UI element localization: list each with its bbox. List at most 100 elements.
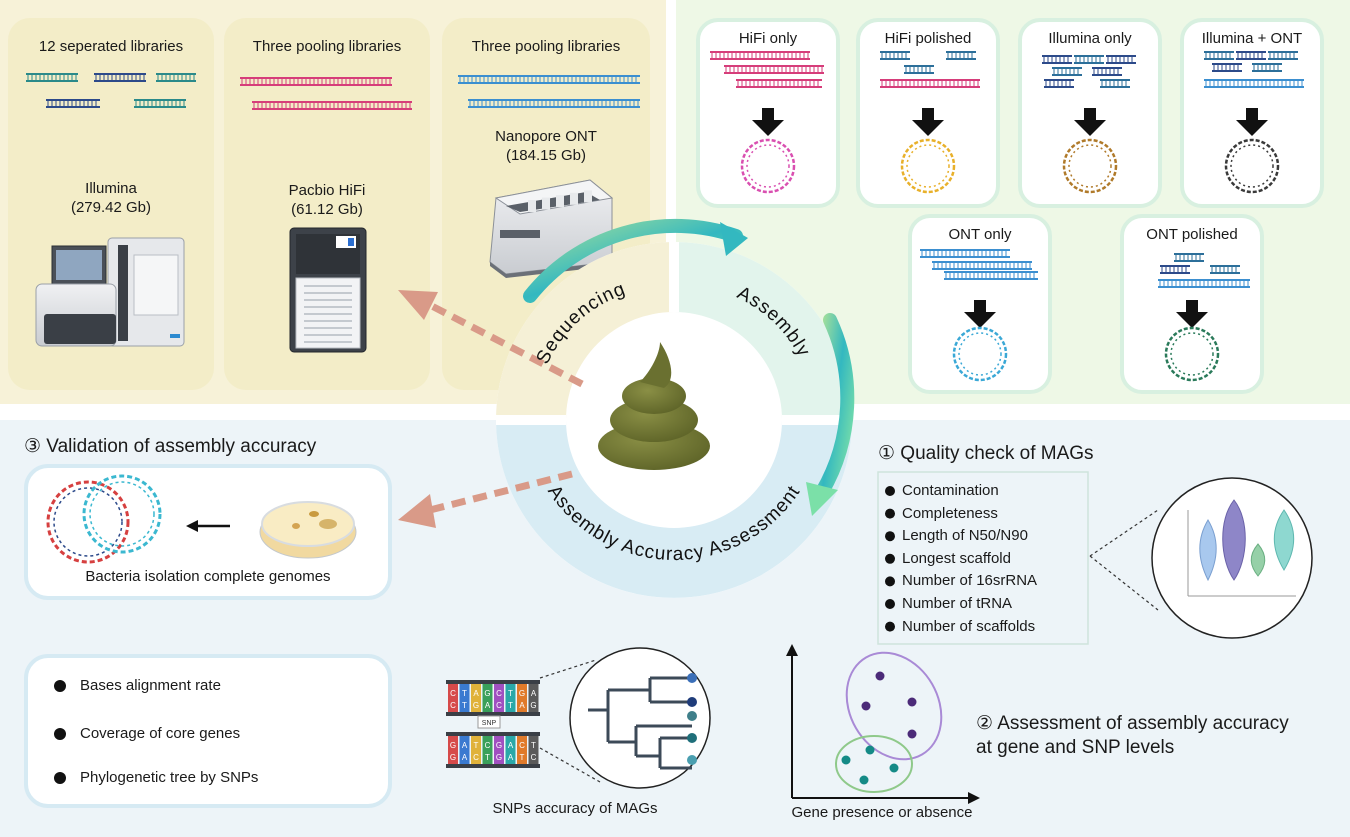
down-arrow-icon — [912, 108, 944, 136]
metric-phylo-tree: Phylogenetic tree by SNPs — [80, 769, 259, 786]
metric-bases-alignment: Bases alignment rate — [80, 677, 221, 694]
snp-base: G — [496, 741, 502, 750]
assembly-read — [944, 271, 1038, 280]
illumina-fragment — [94, 73, 146, 82]
snp-base-pair: T — [485, 753, 490, 762]
snp-base: A — [462, 741, 468, 750]
assembly-read — [880, 79, 980, 88]
quality-item: Number of scaffolds — [902, 617, 1036, 635]
metric-bullet-2 — [54, 728, 66, 740]
illumina-fragment — [156, 73, 196, 82]
quality-item: Longest scaffold — [902, 549, 1011, 567]
down-arrow-icon — [1176, 300, 1208, 328]
assembly-read — [1100, 79, 1130, 88]
violin-plot-icon — [1151, 477, 1313, 639]
illumina-fragment — [134, 99, 186, 108]
metric-bullet-3 — [54, 772, 66, 784]
snp-base: G — [450, 741, 456, 750]
illumina-volume: (279.42 Gb) — [70, 199, 152, 216]
circular-genome-icon — [740, 138, 796, 194]
snp-base-pair: A — [462, 753, 468, 762]
zoom-lines — [539, 659, 601, 783]
down-arrow-icon — [1236, 108, 1268, 136]
strategy-label-ont-polished: ONT polished — [1146, 226, 1238, 243]
snp-base: G — [519, 689, 525, 698]
validation-caption: Bacteria isolation complete genomes — [85, 568, 331, 585]
complete-genome-icon — [46, 474, 162, 564]
quality-item: Length of N50/N90 — [902, 527, 1028, 545]
snp-base: A — [508, 741, 514, 750]
snp-base-pair: A — [508, 753, 514, 762]
assembly-read — [1174, 253, 1204, 262]
ont-reads — [458, 75, 640, 108]
snp-base-pair: G — [473, 701, 479, 710]
hifi-reads — [240, 77, 412, 110]
strategy-label-illumina-ont: Illumina + ONT — [1201, 30, 1303, 47]
hifi-read — [252, 101, 412, 110]
assembly-read — [1092, 67, 1122, 76]
assembly-read — [710, 51, 810, 60]
quality-item: Number of tRNA — [902, 595, 1013, 612]
metric-core-genes: Coverage of core genes — [80, 725, 241, 742]
gene-xlabel: Gene presence or absence — [791, 804, 973, 821]
snp-base-pair: A — [485, 701, 491, 710]
quality-bullet — [885, 486, 895, 496]
illumina-platform: Illumina — [85, 180, 137, 197]
assembly-card-5 — [908, 214, 1052, 394]
assembly-read — [920, 249, 1010, 258]
snp-base-pair: C — [450, 701, 456, 710]
stool-sample-icon — [598, 342, 710, 470]
quality-bullet — [885, 531, 895, 542]
assembly-read — [904, 65, 934, 74]
down-arrow-icon — [1074, 108, 1106, 136]
strategy-label-hifi-polished: HiFi polished — [884, 30, 972, 47]
snp-base: C — [519, 741, 525, 750]
assembly-read — [1106, 55, 1136, 64]
pacbio-volume: (61.12 Gb) — [291, 201, 363, 218]
assembly-read — [736, 79, 822, 88]
nanopore-library-title: Three pooling libraries — [471, 38, 621, 55]
snp-tag: SNP — [482, 720, 497, 727]
arrow-left-icon — [186, 520, 230, 532]
illumina-fragments — [26, 73, 196, 108]
snp-base: T — [462, 689, 467, 698]
assembly-card-3 — [1018, 18, 1162, 208]
metric-bullet-1 — [54, 680, 66, 692]
dashed-arrow-to-validation — [398, 470, 573, 528]
validation-card — [24, 464, 392, 600]
circular-genome-icon — [1062, 138, 1118, 194]
assembly-read — [1204, 79, 1304, 88]
snp-base: A — [531, 689, 537, 698]
snp-base-pair: G — [450, 753, 456, 762]
circular-genome-icon — [952, 326, 1008, 382]
strategy-label-hifi-only: HiFi only — [738, 30, 798, 47]
quality-item: Contamination — [902, 482, 999, 499]
assembly-read — [1210, 265, 1240, 274]
pacbio-sequencer-icon — [289, 227, 367, 353]
snp-base-pair: C — [473, 753, 479, 762]
assembly-read — [932, 261, 1032, 270]
gene-scatter-plot — [786, 644, 980, 804]
quality-list-box — [877, 471, 1089, 645]
pacbio-card — [224, 18, 430, 390]
assembly-read — [1236, 51, 1266, 60]
quality-item: Completeness — [902, 504, 998, 522]
assembly-read — [880, 51, 910, 60]
assembly-read — [1158, 279, 1250, 288]
circular-genome-icon — [1164, 326, 1220, 382]
assembly-card-6 — [1120, 214, 1264, 394]
snp-base: G — [484, 689, 490, 698]
petri-dish-icon — [259, 501, 357, 559]
assembly-read — [946, 51, 976, 60]
dashed-arrow-to-sequencing — [398, 290, 584, 388]
snp-base-pair: C — [496, 701, 502, 710]
snp-base-pair: T — [520, 753, 525, 762]
snp-base: C — [450, 689, 456, 698]
ont-read — [468, 99, 640, 108]
illumina-fragment — [26, 73, 78, 82]
snp-base: T — [531, 741, 536, 750]
nanopore-volume: (184.15 Gb) — [505, 147, 587, 164]
phylogenetic-tree-icon — [569, 647, 711, 789]
